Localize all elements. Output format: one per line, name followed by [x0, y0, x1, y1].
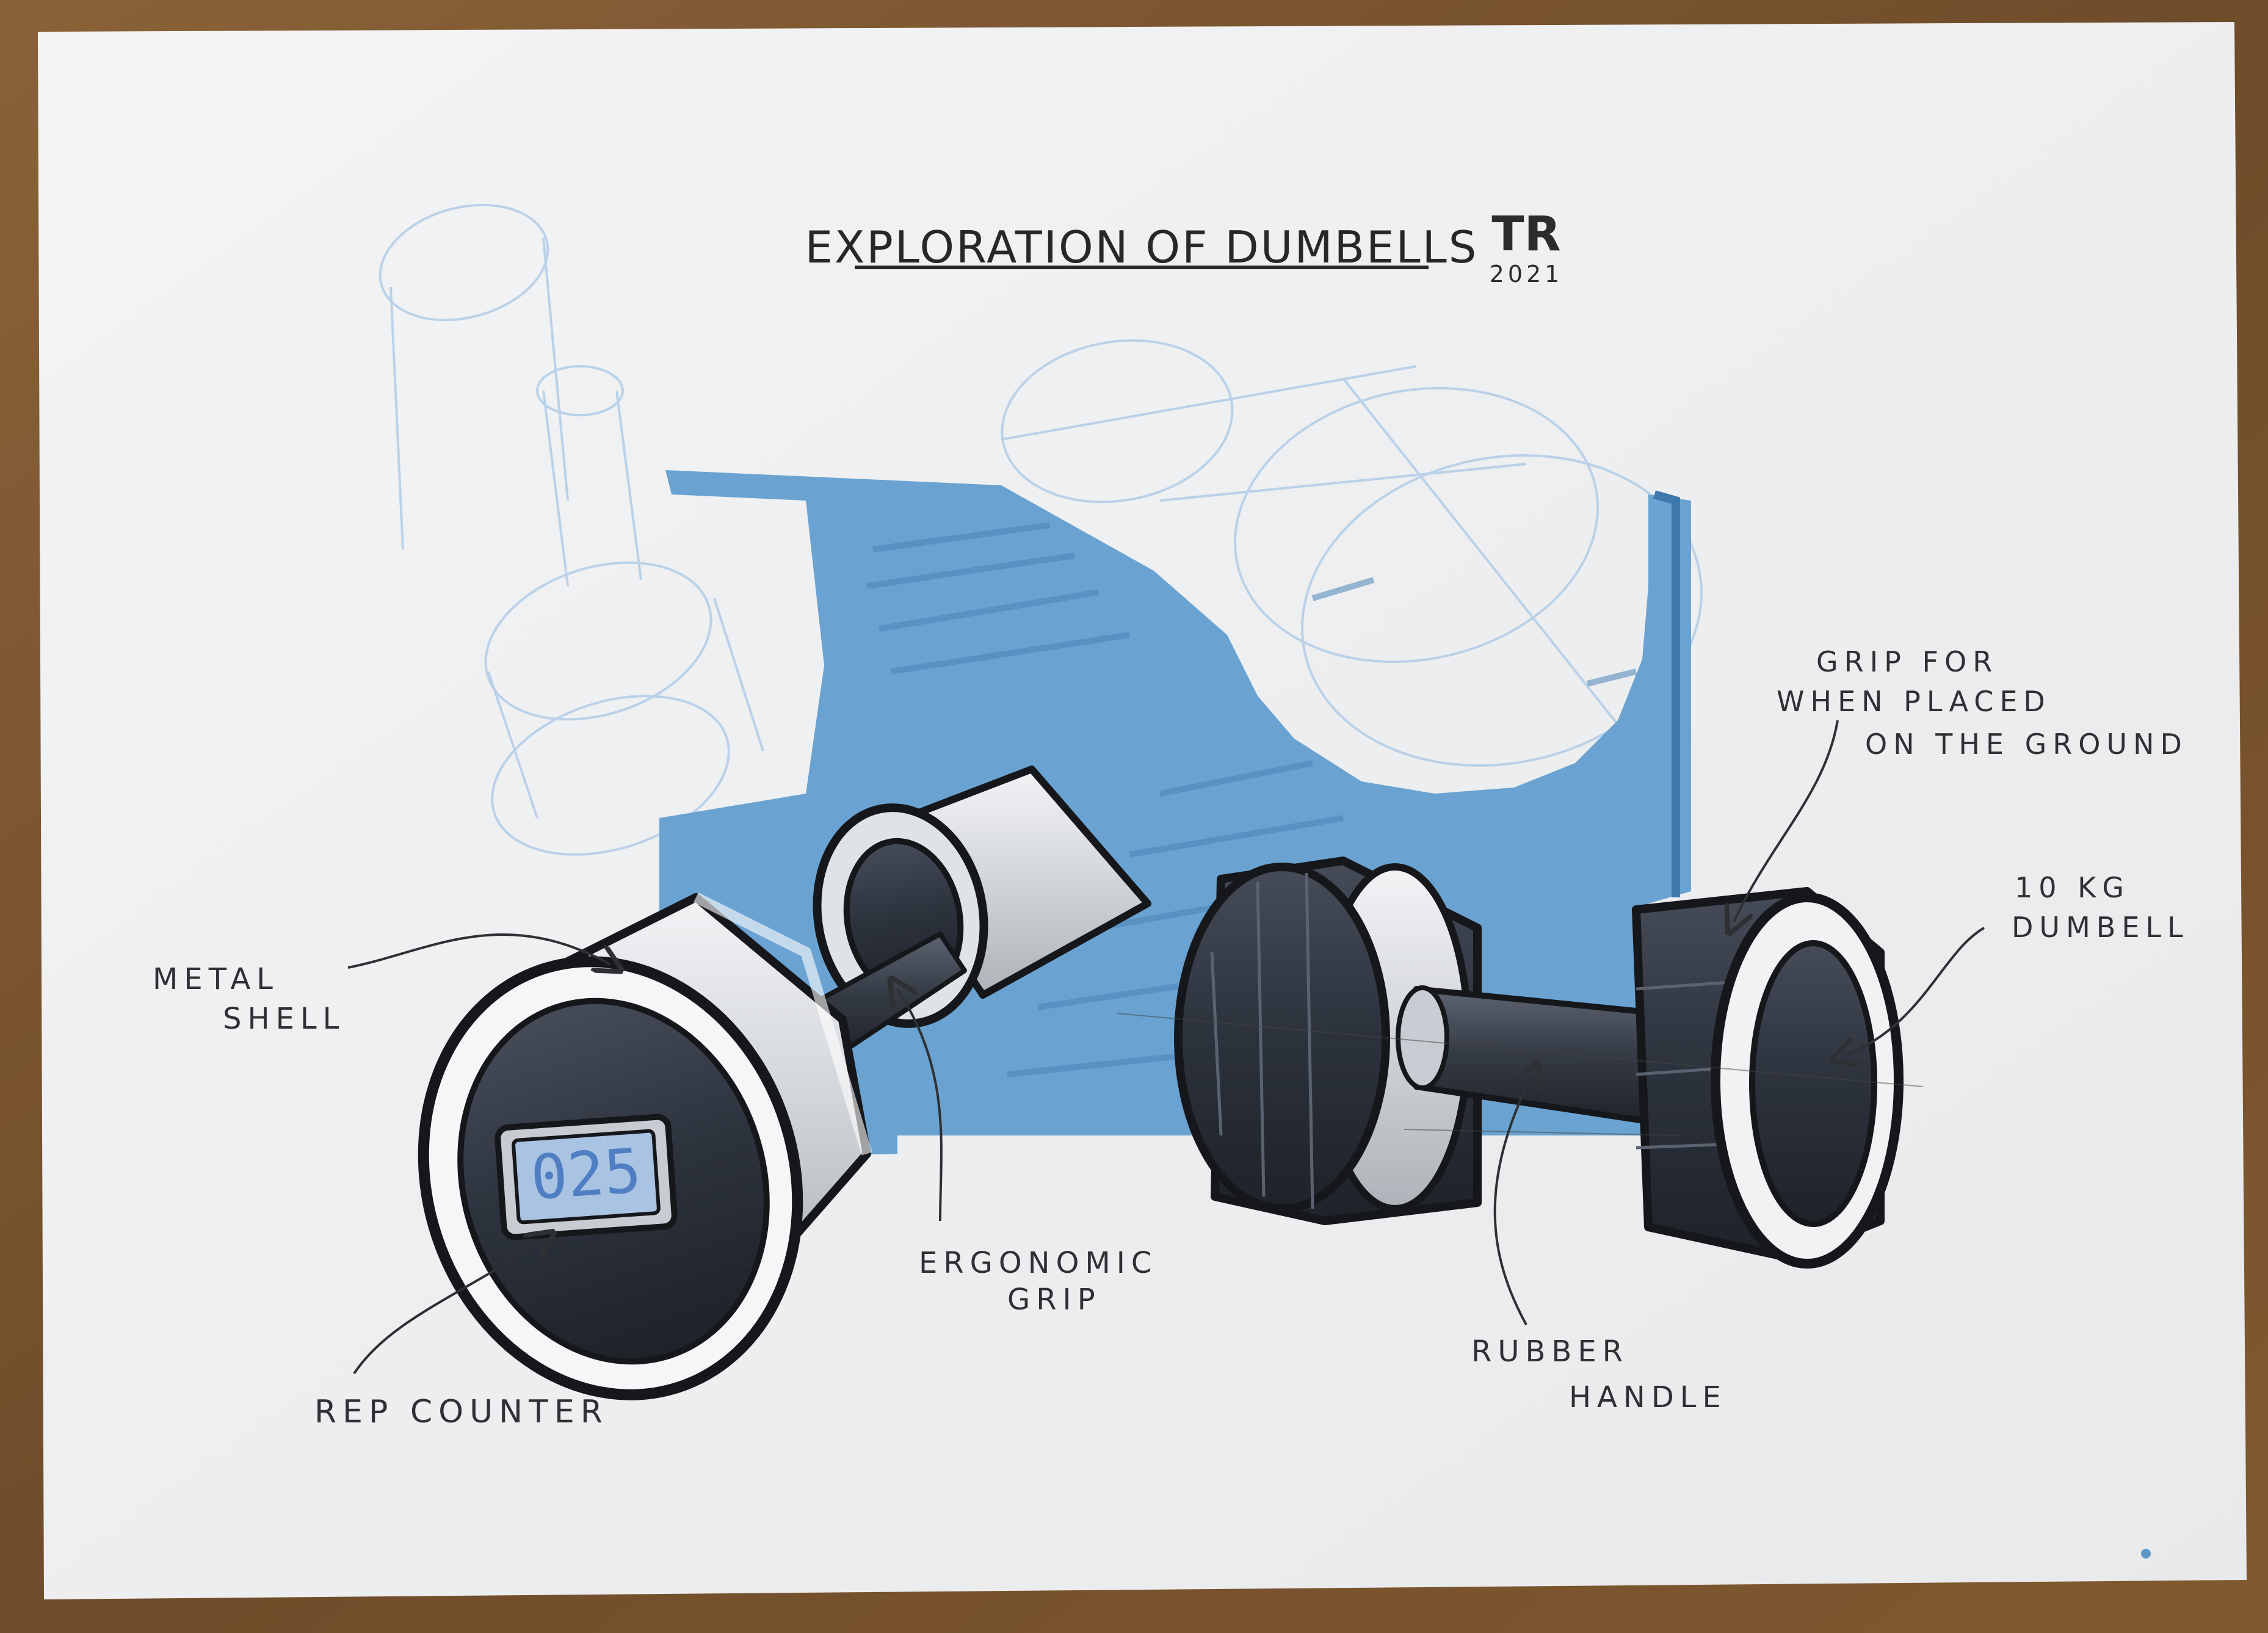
- rubber-handle-leader: [1493, 1074, 1532, 1325]
- rep-counter-leader: [353, 1239, 543, 1375]
- rep-counter-display: 025: [495, 1113, 678, 1240]
- rubber-handle-label-line1: RUBBER: [1471, 1334, 1629, 1369]
- metal-shell-leader: [347, 933, 610, 968]
- back-plate-face: [1174, 863, 1390, 1213]
- title-block: EXPLORATION OF DUMBELLS TR 2021: [805, 207, 1563, 288]
- ground-grip-label-line1: GRIP FOR: [1816, 645, 1998, 678]
- weight-label-line2: DUMBELL: [2012, 911, 2189, 944]
- weight-leader: [1844, 927, 1985, 1056]
- axis-guides: [1117, 1013, 1924, 1136]
- ground-grip-leader: [1734, 720, 1839, 922]
- ergonomic-grip-leader: [897, 989, 943, 1222]
- sketch-year: 2021: [1490, 261, 1563, 288]
- weight-label-line1: 10 KG: [2015, 871, 2130, 904]
- marker-dot: [2141, 1549, 2151, 1559]
- ergonomic-grip-label-line1: ERGONOMIC: [919, 1246, 1158, 1280]
- ground-grip-label-line3: ON THE GROUND: [1865, 728, 2188, 761]
- ergonomic-grip-label-line2: GRIP: [1007, 1283, 1101, 1317]
- metal-shell-label-line1: METAL: [153, 962, 279, 996]
- author-initials: TR: [1491, 207, 1560, 262]
- construction-lines: [379, 203, 1703, 856]
- rep-counter-label: REP COUNTER: [314, 1394, 609, 1430]
- sketch-title: EXPLORATION OF DUMBELLS: [805, 222, 1479, 273]
- rep-count-digits: 025: [529, 1135, 643, 1214]
- annotations: [347, 720, 1985, 1375]
- front-plate-face: [1749, 940, 1877, 1227]
- rubber-handle-label-line2: HANDLE: [1569, 1380, 1727, 1414]
- metal-shell-label-line2: SHELL: [223, 1002, 345, 1036]
- annotation-labels: METAL SHELL ERGONOMIC GRIP REP COUNTER R…: [153, 645, 2189, 1430]
- ground-grip-label-line2: WHEN PLACED: [1777, 685, 2051, 718]
- rubber-dumbbell: [1174, 856, 1904, 1269]
- smart-dumbbell: 025: [418, 766, 1151, 1400]
